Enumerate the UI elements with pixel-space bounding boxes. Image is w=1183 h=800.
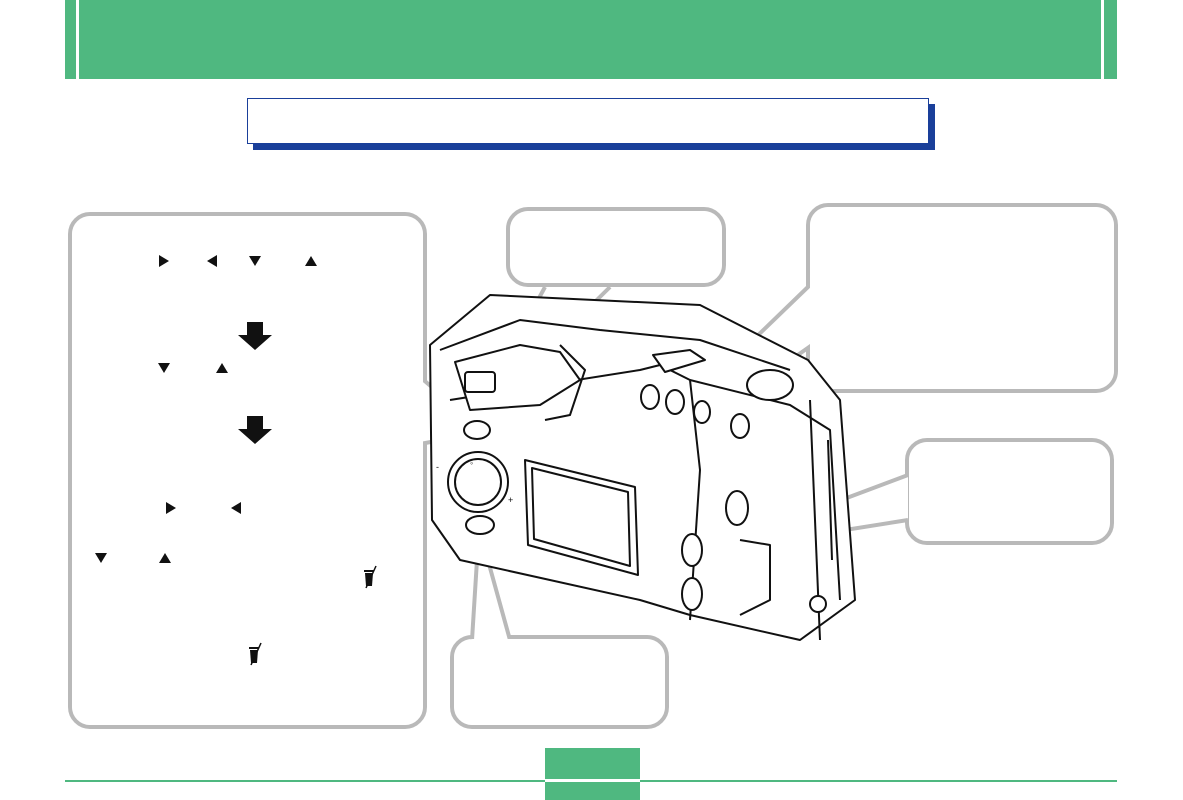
svg-text:+: +	[508, 495, 513, 505]
header-divider-left	[76, 0, 79, 79]
lcd-top-panel	[652, 349, 706, 373]
down-triangle-icon	[95, 553, 107, 563]
up-triangle-icon	[159, 553, 171, 563]
page-number-tab	[545, 748, 640, 800]
header-bar	[65, 0, 1117, 79]
left-triangle-icon	[207, 255, 217, 267]
mode-switch	[725, 490, 749, 526]
right-triangle-icon	[166, 502, 176, 514]
right-triangle-icon	[159, 255, 169, 267]
control-dial	[447, 451, 509, 513]
svg-text:◦: ◦	[470, 458, 473, 468]
viewfinder	[454, 344, 581, 411]
left-triangle-icon	[231, 502, 241, 514]
down-arrow-icon	[238, 416, 272, 444]
down-triangle-icon	[158, 363, 170, 373]
header-divider-right	[1101, 0, 1104, 79]
display-button	[465, 515, 495, 535]
up-triangle-icon	[305, 256, 317, 266]
down-triangle-icon	[249, 256, 261, 266]
menu-button	[463, 420, 491, 440]
lcd-monitor	[524, 459, 639, 576]
svg-text:-: -	[436, 462, 439, 472]
down-arrow-icon	[238, 322, 272, 350]
trash-icon	[249, 642, 262, 666]
section-title-box	[247, 98, 929, 144]
shutter-button	[746, 369, 794, 401]
up-triangle-icon	[216, 363, 228, 373]
trash-icon	[364, 565, 377, 589]
